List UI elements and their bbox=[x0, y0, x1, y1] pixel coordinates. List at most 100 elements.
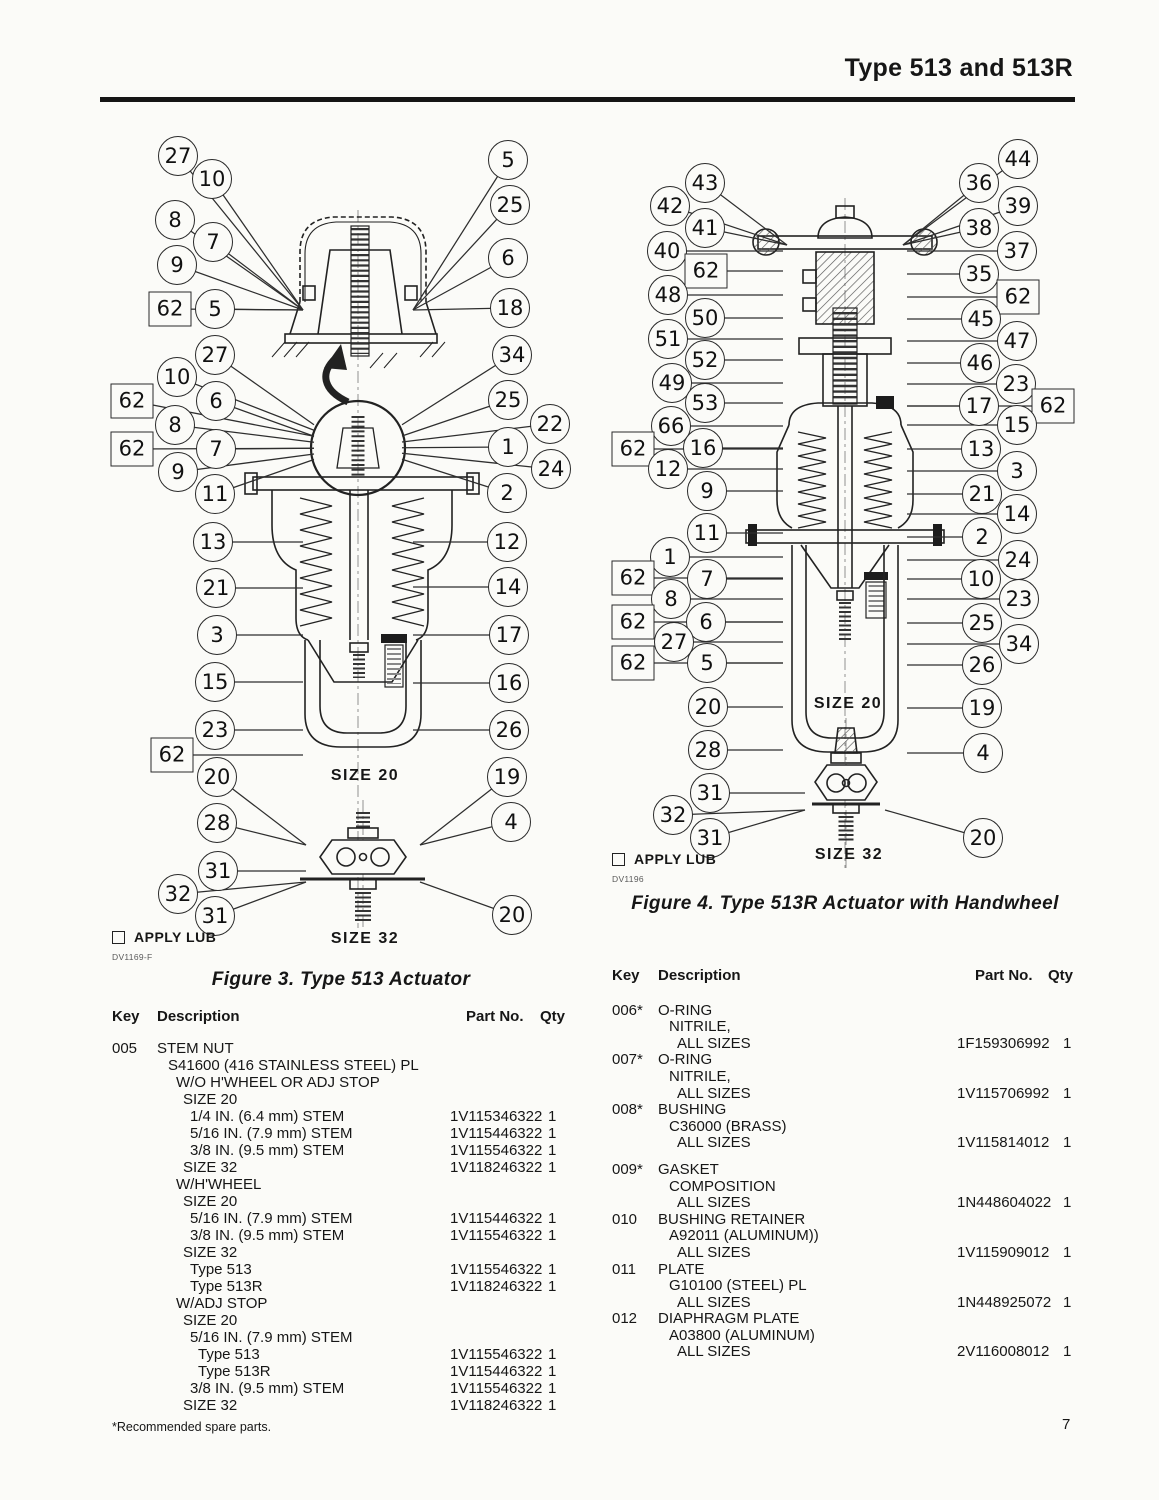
cell-key: 010 bbox=[612, 1210, 638, 1228]
callout-fig4-53: 53 bbox=[685, 383, 725, 423]
table-row: S41600 (416 STAINLESS STEEL) PL bbox=[112, 1057, 572, 1074]
callout-fig3-62: 62 bbox=[150, 737, 194, 773]
callout-fig3-34: 34 bbox=[492, 335, 532, 375]
cell-description: 3/8 IN. (9.5 mm) STEM bbox=[190, 1227, 345, 1244]
cell-description: 5/16 IN. (7.9 mm) STEM bbox=[190, 1125, 353, 1142]
cell-qty: 1 bbox=[548, 1108, 557, 1125]
fig3-doc-code: DV1169-F bbox=[112, 952, 153, 962]
cell-description: 5/16 IN. (7.9 mm) STEM bbox=[190, 1210, 353, 1227]
callout-fig4-14: 14 bbox=[997, 494, 1037, 534]
callout-fig4-19: 19 bbox=[962, 688, 1002, 728]
cell-qty: 1 bbox=[548, 1397, 557, 1414]
cell-qty: 1 bbox=[1063, 1034, 1072, 1052]
header-spacer bbox=[112, 1025, 572, 1040]
cell-description: Type 513 bbox=[190, 1261, 252, 1278]
table-row: NITRILE, bbox=[612, 1068, 1087, 1085]
cell-part-no: 1V115546322 bbox=[450, 1227, 543, 1244]
cell-qty: 1 bbox=[548, 1142, 557, 1159]
leader-line-42 bbox=[669, 205, 788, 246]
table-row: NITRILE, bbox=[612, 1018, 1087, 1035]
callout-fig3-31: 31 bbox=[195, 896, 235, 936]
callout-fig3-8: 8 bbox=[155, 405, 195, 445]
cell-part-no: 1V118246322 bbox=[450, 1397, 543, 1414]
fig4-apply-lub: APPLY LUB bbox=[612, 851, 716, 867]
cell-description: W/ADJ STOP bbox=[176, 1295, 268, 1312]
cell-description: Type 513 bbox=[198, 1346, 260, 1363]
cell-part-no: 1V115546322 bbox=[450, 1142, 543, 1159]
leader-line-5 bbox=[412, 159, 509, 311]
fig4-caption: Figure 4. Type 513R Actuator with Handwh… bbox=[631, 893, 1059, 914]
cell-description: O-RING bbox=[658, 1001, 713, 1019]
callout-fig4-23: 23 bbox=[996, 364, 1036, 404]
cell-qty: 1 bbox=[1063, 1134, 1072, 1152]
callout-fig3-9: 9 bbox=[158, 452, 198, 492]
table-row: SIZE 32 bbox=[112, 1244, 572, 1261]
callout-fig4-52: 52 bbox=[685, 340, 725, 380]
table-row: 5/16 IN. (7.9 mm) STEM bbox=[112, 1329, 572, 1346]
callout-fig3-24: 24 bbox=[531, 449, 571, 489]
cell-qty: 1 bbox=[548, 1363, 557, 1380]
leader-line-9 bbox=[176, 264, 304, 311]
callout-fig3-25: 25 bbox=[488, 380, 528, 420]
callout-fig4-34: 34 bbox=[999, 624, 1039, 664]
callout-fig4-62: 62 bbox=[1031, 388, 1075, 424]
table-row: SIZE 20 bbox=[112, 1312, 572, 1329]
cell-qty: 1 bbox=[1063, 1293, 1072, 1311]
callout-fig3-27: 27 bbox=[158, 136, 198, 176]
leader-line-10 bbox=[211, 178, 304, 311]
cell-key: 005 bbox=[112, 1040, 138, 1057]
cell-part-no: 1V115446322 bbox=[450, 1210, 543, 1227]
figure3-drawing bbox=[244, 210, 480, 928]
table-row: 009*GASKET bbox=[612, 1161, 1087, 1178]
callout-fig3-1: 1 bbox=[488, 427, 528, 467]
callout-fig4-31: 31 bbox=[690, 818, 730, 858]
callout-fig4-62: 62 bbox=[684, 253, 728, 289]
leader-line-25 bbox=[412, 204, 511, 311]
spare-parts-footnote: *Recommended spare parts. bbox=[112, 1420, 272, 1434]
cell-description: O-RING bbox=[658, 1051, 713, 1069]
callout-fig3-12: 12 bbox=[487, 522, 527, 562]
callout-fig4-62: 62 bbox=[996, 279, 1040, 315]
callout-fig4-36: 36 bbox=[959, 163, 999, 203]
callout-fig4-16: 16 bbox=[683, 428, 723, 468]
callout-fig3-4: 4 bbox=[491, 802, 531, 842]
leader-lines bbox=[131, 155, 1053, 917]
cell-qty: 1 bbox=[1063, 1194, 1072, 1212]
col-header-description: Description bbox=[658, 967, 741, 984]
cell-qty: 1 bbox=[548, 1261, 557, 1278]
callout-fig4-23: 23 bbox=[999, 579, 1039, 619]
checkbox-icon bbox=[612, 852, 625, 866]
callout-fig3-15: 15 bbox=[195, 662, 235, 702]
cell-key: 012 bbox=[612, 1310, 638, 1328]
callout-fig4-35: 35 bbox=[959, 254, 999, 294]
table-row: G10100 (STEEL) PL bbox=[612, 1277, 1087, 1294]
callout-fig4-47: 47 bbox=[997, 321, 1037, 361]
leader-line-44 bbox=[902, 158, 1019, 246]
cell-description: BUSHING bbox=[658, 1101, 727, 1119]
callout-fig3-6: 6 bbox=[488, 238, 528, 278]
col-header-description: Description bbox=[157, 1008, 240, 1025]
figure4-drawing bbox=[745, 198, 945, 868]
cell-description: C36000 (BRASS) bbox=[669, 1117, 787, 1135]
cell-description: SIZE 32 bbox=[183, 1159, 238, 1176]
callout-fig4-20: 20 bbox=[963, 818, 1003, 858]
callout-fig4-41: 41 bbox=[685, 208, 725, 248]
callout-fig3-5: 5 bbox=[488, 140, 528, 180]
callout-fig3-21: 21 bbox=[196, 568, 236, 608]
cell-qty: 1 bbox=[548, 1380, 557, 1397]
callout-fig3-13: 13 bbox=[193, 522, 233, 562]
callout-fig4-20: 20 bbox=[688, 687, 728, 727]
cell-description: SIZE 32 bbox=[183, 1244, 238, 1261]
col-header-qty: Qty bbox=[540, 1008, 566, 1025]
callout-fig3-10: 10 bbox=[192, 159, 232, 199]
